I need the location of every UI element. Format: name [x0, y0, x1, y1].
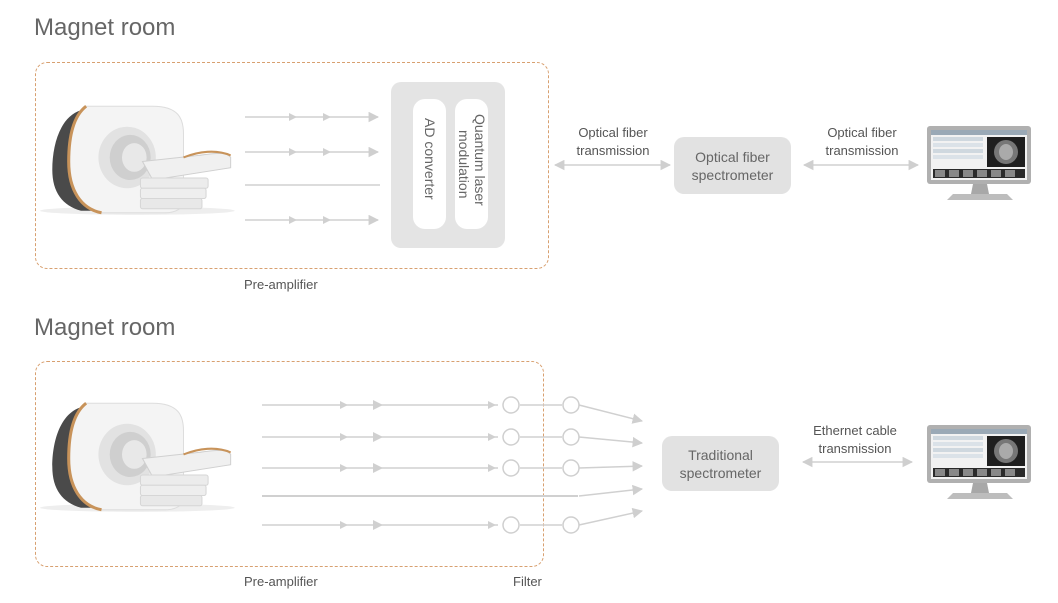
optical-spectrometer-box: Optical fiber spectrometer: [674, 137, 791, 194]
filter-circle: [562, 396, 580, 414]
link2-label: Optical fiber transmission: [802, 124, 922, 160]
traditional-spectrometer-box: Traditional spectrometer: [662, 436, 779, 491]
link2-line2: transmission: [825, 143, 899, 158]
filter-label: Filter: [513, 574, 542, 589]
top-heading: Magnet room: [34, 14, 176, 41]
mri-scanner-icon: [40, 104, 237, 217]
magnet-room-bottom: [35, 361, 544, 567]
bottom-preamp-label: Pre-amplifier: [244, 574, 318, 589]
mri-scanner-icon: [40, 401, 237, 514]
ethernet-line2: transmission: [818, 441, 892, 456]
filter-circle: [562, 516, 580, 534]
filter-circle: [502, 396, 520, 414]
fan-in-arrow: [578, 507, 644, 526]
traditional-spectrometer-line2: spectrometer: [679, 464, 762, 481]
filter-circle: [502, 459, 520, 477]
fan-in-arrow: [578, 436, 644, 448]
ethernet-line1: Ethernet cable: [813, 423, 897, 438]
optical-spectrometer-line2: spectrometer: [691, 166, 774, 183]
bottom-heading: Magnet room: [34, 314, 176, 341]
ad-converter-pill: [413, 99, 446, 229]
link1-line2: transmission: [576, 143, 650, 158]
filter-circle: [562, 459, 580, 477]
ad-converter-label: AD converter: [422, 118, 438, 200]
link1-label: Optical fiber transmission: [553, 124, 673, 160]
link2-line1: Optical fiber: [827, 125, 897, 140]
quantum-modulation-pill: [455, 99, 488, 229]
ethernet-label: Ethernet cable transmission: [795, 422, 915, 458]
filter-circle: [502, 428, 520, 446]
traditional-spectrometer-line1: Traditional: [688, 446, 753, 463]
link1-line1: Optical fiber: [578, 125, 648, 140]
monitor-icon: [927, 126, 1031, 200]
top-preamp-label: Pre-amplifier: [244, 277, 318, 292]
optical-spectrometer-line1: Optical fiber: [695, 148, 770, 165]
fan-in-arrow: [578, 484, 644, 497]
fan-in-arrow: [578, 404, 644, 424]
monitor-icon: [927, 425, 1031, 499]
magnet-room-top: [35, 62, 549, 269]
filter-circle: [502, 516, 520, 534]
modulation-label: modulation: [456, 130, 472, 199]
fan-in-arrow: [578, 461, 644, 472]
filter-circle: [562, 428, 580, 446]
quantum-laser-label: Quantum laser: [472, 114, 488, 206]
